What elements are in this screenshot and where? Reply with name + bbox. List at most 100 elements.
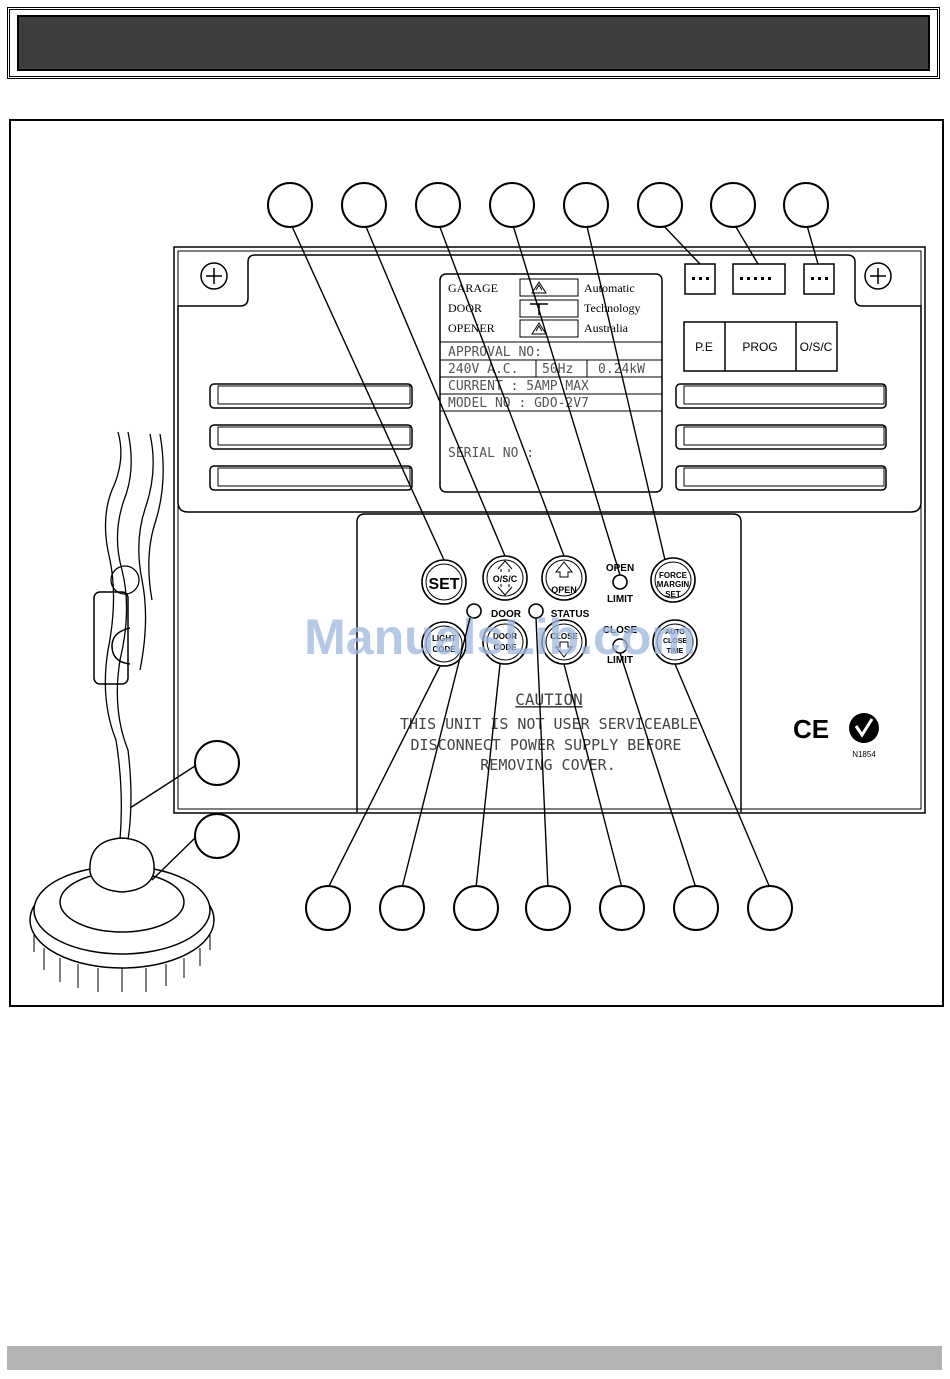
c-tick-check-icon (854, 718, 874, 738)
c-tick-code: N1854 (852, 750, 876, 759)
door-code-label-1: DOOR (493, 632, 517, 641)
logo-box-2 (519, 299, 579, 318)
header-bar (7, 7, 940, 79)
door-led-label: DOOR (491, 609, 522, 620)
callout-circle-cable (194, 740, 240, 786)
callout-circle-top-7 (710, 182, 756, 228)
close-button-label: CLOSE (550, 632, 578, 641)
logo-box-1 (519, 278, 579, 297)
header-title-strip (17, 15, 930, 71)
vent-right-2-inner (683, 426, 885, 446)
connector-osc-label: O/S/C (800, 340, 833, 354)
logo-triangle-icon-1 (531, 281, 547, 294)
callout-circle-top-1 (267, 182, 313, 228)
nameplate-australia: Australia (584, 321, 629, 335)
force-label-1: FORCE (659, 571, 688, 580)
osc-down-arrow-icon (497, 584, 513, 596)
screw-right-icon (864, 262, 892, 290)
control-inset (356, 513, 742, 812)
callout-circle-top-3 (415, 182, 461, 228)
auto-close-label-2: CLOSE (663, 638, 687, 645)
vent-right-1 (675, 383, 887, 409)
nameplate-current: CURRENT : 5AMP MAX (448, 379, 589, 394)
connector-pins (692, 277, 828, 280)
callout-circle-bottom-6 (673, 885, 719, 931)
caution-line-3: REMOVING COVER. (480, 756, 615, 774)
cable-clamp (93, 591, 129, 685)
callout-circle-bottom-1 (305, 885, 351, 931)
caution-title: CAUTION (515, 690, 582, 709)
vent-left-1 (209, 383, 413, 409)
housing-outline (173, 246, 926, 814)
open-limit-label-2: LIMIT (607, 594, 633, 605)
logo-triangle-icon-2 (531, 322, 547, 335)
osc-up-arrow-icon (497, 560, 513, 572)
watermark: ManualsLib.com (304, 609, 696, 665)
nameplate (439, 273, 663, 493)
nameplate-door: DOOR (448, 301, 482, 315)
nameplate-opener: OPENER (448, 321, 495, 335)
vent-right-2 (675, 424, 887, 450)
nameplate-technology: Technology (584, 301, 640, 315)
callout-circle-top-6 (637, 182, 683, 228)
callout-circle-bottom-3 (453, 885, 499, 931)
light-code-label-2: CODE (432, 645, 456, 654)
nameplate-approval: APPROVAL NO: (448, 345, 542, 360)
auto-close-label-1: AUTO (665, 629, 685, 636)
callout-circle-bottom-2 (379, 885, 425, 931)
callout-circle-top-8 (783, 182, 829, 228)
caution-line-2: DISCONNECT POWER SUPPLY BEFORE (411, 736, 682, 754)
connector-label-strip (683, 321, 838, 372)
osc-button-ring (486, 559, 524, 597)
force-label-3: SET (665, 590, 681, 599)
open-button-label: OPEN (551, 585, 577, 595)
status-led-label: STATUS (551, 609, 590, 620)
screw-left-icon (200, 262, 228, 290)
callout-circle-bottom-4 (525, 885, 571, 931)
callout-circle-bottom-5 (599, 885, 645, 931)
door-code-button-ring (486, 623, 524, 661)
set-button-label: SET (428, 576, 459, 593)
force-margin-set-button-ring (654, 561, 692, 599)
open-limit-led (612, 574, 628, 590)
upper-panel (177, 254, 922, 513)
callout-circle-plug (194, 813, 240, 859)
osc-button-label: O/S/C (493, 574, 518, 584)
open-limit-label-1: OPEN (606, 563, 634, 574)
set-button-ring (425, 563, 463, 601)
connector-pe-label: P.E (695, 340, 713, 354)
logo-box-3 (519, 319, 579, 338)
light-code-button-ring (425, 625, 463, 663)
door-led (466, 603, 482, 619)
callout-circle-bottom-7 (747, 885, 793, 931)
auto-close-time-button-ring (656, 623, 694, 661)
nameplate-power: 0.24kW (598, 362, 645, 377)
c-tick-icon (849, 713, 879, 743)
close-limit-label-1: CLOSE (603, 625, 638, 636)
nameplate-garage: GARAGE (448, 281, 498, 295)
nameplate-model: MODEL NO : GDO-2V7 (448, 396, 589, 411)
cable-hook-icon (111, 627, 131, 665)
footer-bar (7, 1346, 942, 1370)
housing-inner-outline (177, 250, 922, 810)
ce-mark: CE (793, 714, 829, 744)
connector-prog-label: PROG (742, 340, 777, 354)
vent-left-2 (209, 424, 413, 450)
light-code-label-1: LIGHT (432, 634, 456, 643)
nameplate-serial: SERIAL NO : (448, 446, 534, 461)
auto-close-label-3: TIME (667, 648, 684, 655)
connector-osc (803, 263, 835, 295)
callout-circle-top-4 (489, 182, 535, 228)
connector-prog (732, 263, 786, 295)
callout-circle-top-5 (563, 182, 609, 228)
callout-circle-top-2 (341, 182, 387, 228)
vent-left-1-inner (217, 385, 411, 405)
diagram-frame (9, 119, 944, 1007)
vent-right-3 (675, 465, 887, 491)
plug-ribs (33, 935, 211, 992)
cable-loop-icon (110, 565, 140, 595)
vent-left-3 (209, 465, 413, 491)
vent-left-2-inner (217, 426, 411, 446)
force-label-2: MARGIN (657, 580, 690, 589)
